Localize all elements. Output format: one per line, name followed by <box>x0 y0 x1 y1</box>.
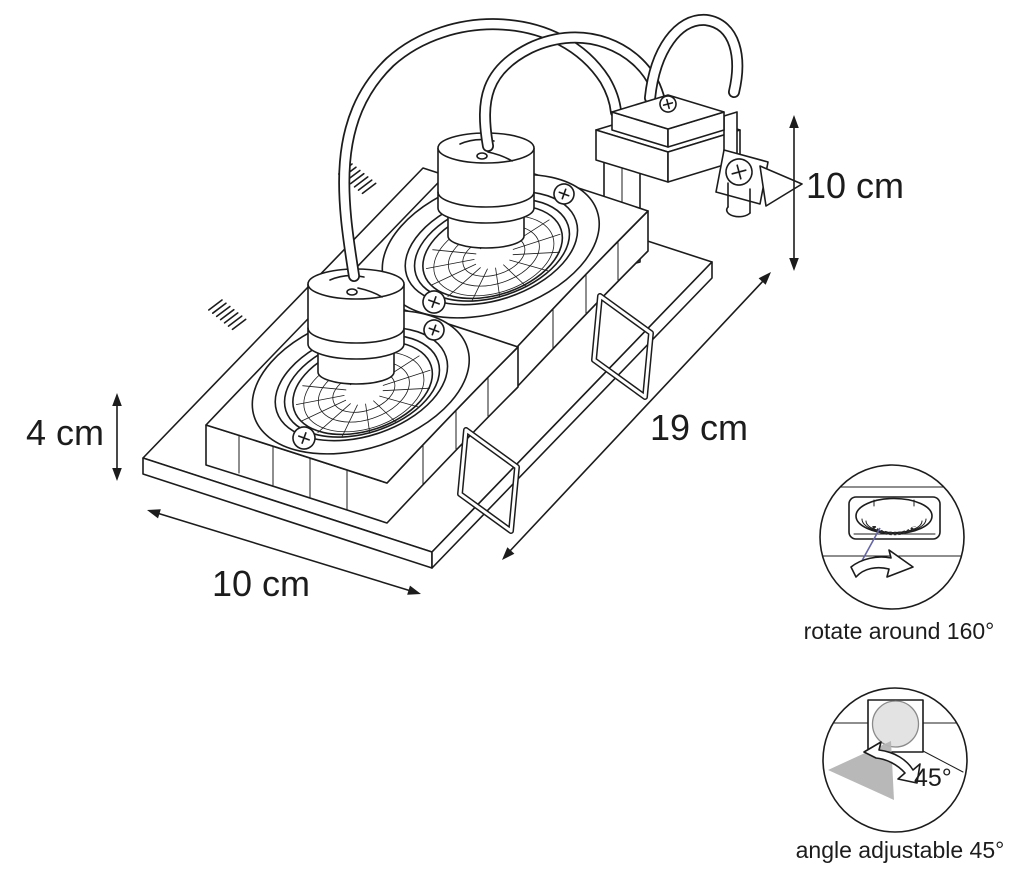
tilt-angle-label: 45° <box>914 764 952 792</box>
spring-clip-front <box>457 427 520 534</box>
dimension-depth-label: 4 cm <box>26 412 104 453</box>
callout-rotate <box>819 464 965 610</box>
callout-tilt: 45° <box>822 687 968 833</box>
junction-box <box>595 94 803 218</box>
dimension-length <box>498 268 775 564</box>
dimension-width-label: 10 cm <box>212 563 310 604</box>
power-cables <box>338 13 744 282</box>
dimension-depth <box>112 393 122 481</box>
mounting-bracket <box>715 149 803 218</box>
screw-icon <box>659 95 677 113</box>
tilt-arrow-icon <box>863 741 921 784</box>
lamp-face <box>871 700 920 748</box>
dimension-height-label: 10 cm <box>806 165 904 206</box>
screw-icon <box>725 158 753 186</box>
dimension-height <box>789 115 799 271</box>
rotation-arrow-icon <box>850 549 914 578</box>
spring-clip-rear <box>591 293 654 400</box>
callout-tilt-caption: angle adjustable 45° <box>796 837 1005 863</box>
dimension-length-label: 19 cm <box>650 407 748 448</box>
dimension-width <box>145 505 423 599</box>
callout-rotate-caption: rotate around 160° <box>804 618 995 644</box>
